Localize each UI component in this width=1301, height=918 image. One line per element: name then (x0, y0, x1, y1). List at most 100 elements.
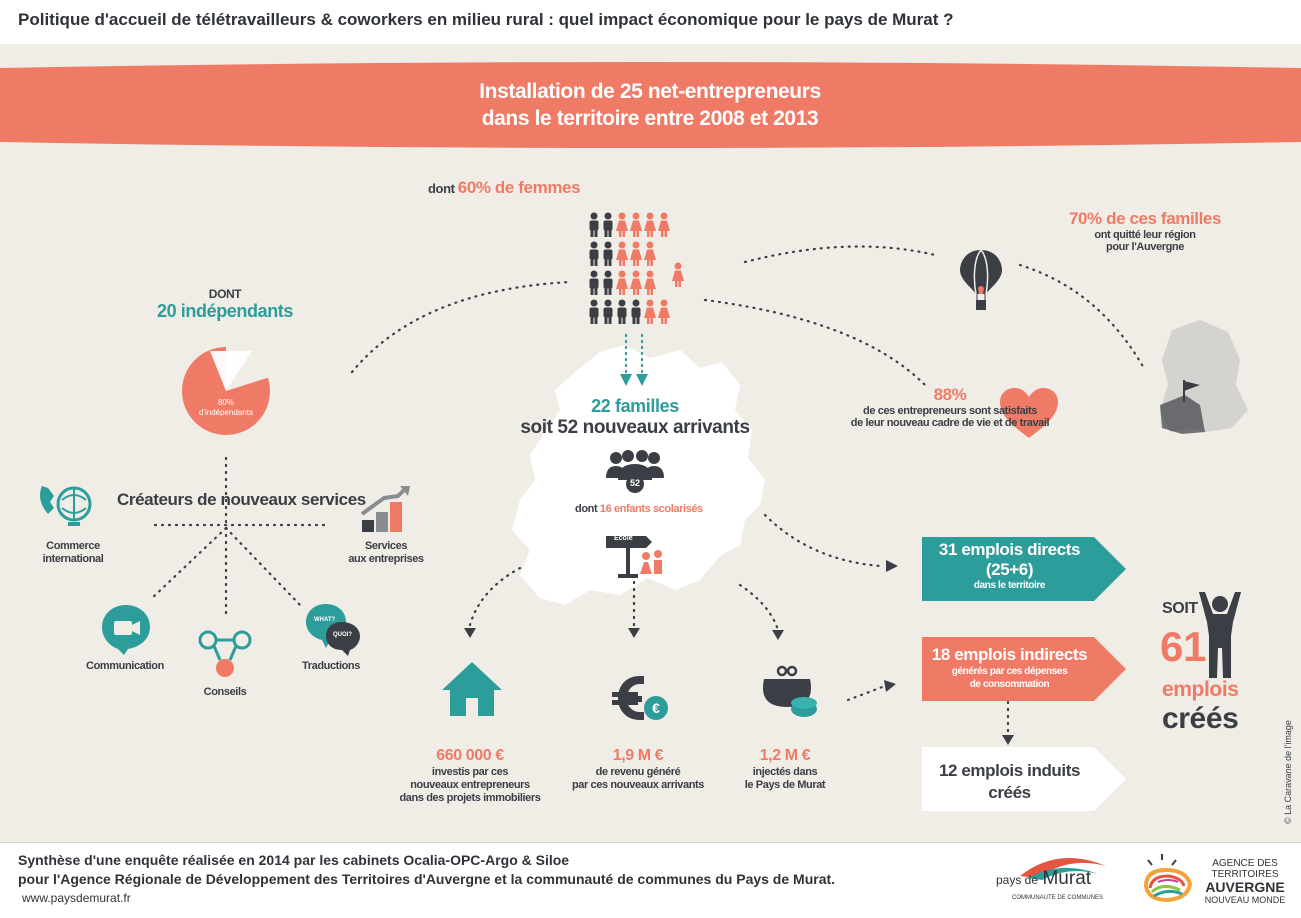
families-top-line2: ont quitté leur région (1094, 229, 1196, 241)
income-stat: 1,9 M € de revenu généré par ces nouveau… (560, 746, 716, 792)
conseils-label: Conseils (203, 686, 247, 698)
svg-text:€: € (652, 700, 660, 716)
induced-jobs-line1: 12 emplois induits (938, 761, 1081, 780)
pie-label: 80% d'indépendants (180, 398, 272, 418)
income-line-2: par ces nouveaux arrivants (571, 779, 705, 791)
agence-logo-line1: AGENCE DES (1212, 858, 1278, 869)
communication-label: Communication (86, 660, 164, 672)
agence-logo-line2: TERRITOIRES (1211, 869, 1279, 880)
services-title: Créateurs de nouveaux services (117, 490, 366, 509)
image-credit: © La Caravane de l'image (1283, 720, 1293, 824)
woman-icon (616, 212, 684, 324)
total-crees: créés (1162, 702, 1239, 735)
house-line-2: nouveaux entrepreneurs (410, 779, 530, 791)
group-icon (606, 450, 664, 493)
entreprises-label: Services aux entreprises (336, 540, 436, 566)
children-prefix: dont (575, 503, 598, 515)
commerce-label: Commerce international (20, 540, 126, 566)
women-prefix: dont (428, 181, 455, 196)
families-count: 22 familles (591, 396, 679, 416)
house-value: 660 000 € (436, 747, 504, 764)
phone-globe-icon (40, 486, 92, 526)
footer (0, 842, 1301, 918)
satisfaction-pct: 88% (933, 385, 967, 404)
families-arrivals: soit 52 nouveaux arrivants (520, 417, 750, 438)
satisfaction-line2: de leur nouveau cadre de vie et de trava… (850, 417, 1050, 429)
group-badge: 52 (629, 478, 640, 488)
banner-ribbon (0, 62, 1301, 148)
families-top-line3: pour l'Auvergne (1106, 241, 1184, 253)
entreprises-label-1: Services (364, 540, 408, 552)
page-title: Politique d'accueil de télétravailleurs … (18, 10, 954, 29)
murat-logo-sub: COMMUNAUTE DE COMMUNES (1012, 895, 1103, 901)
network-icon (198, 630, 252, 677)
pie-label-pct: 80% (217, 398, 234, 407)
children-stat: dont 16 enfants scolarisés (575, 503, 703, 515)
direct-jobs-text: 31 emplois directs (25+6) dans le territ… (922, 540, 1097, 591)
heart-icon (1000, 388, 1058, 438)
commerce-label-2: international (42, 553, 104, 565)
indirect-jobs-line2: générés par ces dépenses (951, 666, 1068, 677)
independants-stat: DONT 20 indépendants (140, 287, 310, 322)
euro-icon: € (612, 676, 668, 720)
direct-jobs-box (922, 537, 1126, 601)
indirect-jobs-line3: de consommation (969, 679, 1050, 690)
families-left-region-stat: 70% de ces familles ont quitté leur régi… (1040, 209, 1250, 253)
agence-logo-mark (1143, 854, 1193, 903)
cheering-man-icon (1199, 592, 1241, 678)
house-line-1: investis par ces (431, 766, 509, 778)
induced-jobs-box (922, 747, 1126, 811)
women-stat: dont 60% de femmes (428, 178, 581, 198)
total-number: 61 (1160, 623, 1206, 670)
total-soit: SOIT (1162, 600, 1198, 617)
children-highlight: 16 enfants scolarisés (599, 503, 703, 515)
translation-bubble-icon (306, 604, 360, 656)
purse-line-2: le Pays de Murat (744, 779, 826, 791)
indirect-jobs-text: 18 emplois indirects générés par ces dép… (922, 645, 1097, 691)
families-stat: 22 familles soit 52 nouveaux arrivants (520, 396, 750, 439)
purse-icon (762, 665, 817, 717)
murat-logo-name: Murat (1042, 868, 1092, 889)
banner-line-1: Installation de 25 net-entrepreneurs (479, 80, 821, 103)
induced-jobs-text: 12 emplois induits créés (922, 760, 1097, 804)
women-highlight: 60% de femmes (457, 178, 581, 197)
banner-text: Installation de 25 net-entrepreneurs dan… (300, 78, 1000, 132)
entreprises-label-2: aux entreprises (348, 553, 424, 565)
induced-jobs-line2: créés (988, 783, 1031, 802)
map-icon (1160, 320, 1250, 435)
purse-value: 1,2 M € (759, 747, 811, 764)
purse-stat: 1,2 M € injectés dans le Pays de Murat (720, 746, 850, 792)
direct-jobs-title: 31 emplois directs (938, 540, 1081, 559)
bubble-quoi: QUOI? (333, 632, 352, 638)
commerce-label-1: Commerce (46, 540, 100, 552)
agence-logo-line3: AUVERGNE (1205, 879, 1285, 895)
hot-air-balloon-icon (960, 249, 1002, 310)
income-line-1: de revenu généré (595, 766, 681, 778)
satisfaction-line1: de ces entrepreneurs sont satisfaits (863, 405, 1037, 417)
murat-logo: pays de Murat (996, 868, 1091, 890)
camera-bubble-icon (102, 605, 150, 655)
independants-dont: DONT (208, 287, 242, 301)
total-emplois: emplois (1162, 678, 1239, 701)
banner-line-2: dans le territoire entre 2008 et 2013 (481, 107, 819, 130)
pie-label-text: d'indépendants (198, 408, 254, 417)
agence-logo-line4: NOUVEAU MONDE (1204, 895, 1286, 905)
traductions-label: Traductions (302, 660, 360, 672)
direct-jobs-sub: (25+6) (985, 560, 1034, 579)
footer-line-1: Synthèse d'une enquête réalisée en 2014 … (18, 852, 570, 868)
agence-logo: AGENCE DES TERRITOIRES AUVERGNE NOUVEAU … (1200, 858, 1290, 906)
house-line-3: dans des projets immobiliers (399, 792, 541, 804)
murat-logo-swoosh (1020, 858, 1106, 880)
indirect-jobs-box (922, 637, 1126, 701)
people-grid (589, 212, 684, 324)
independants-pie (182, 344, 270, 435)
murat-logo-pre: pays de (996, 873, 1039, 887)
house-stat: 660 000 € investis par ces nouveaux entr… (380, 746, 560, 805)
independants-count: 20 indépendants (156, 301, 294, 321)
income-value: 1,9 M € (612, 747, 664, 764)
footer-url[interactable]: www.paysdemurat.fr (22, 891, 131, 905)
bubble-what: WHAT? (314, 617, 336, 623)
house-icon (442, 662, 502, 716)
signpost-icon (606, 536, 662, 578)
families-top-highlight: 70% de ces familles (1068, 209, 1222, 228)
